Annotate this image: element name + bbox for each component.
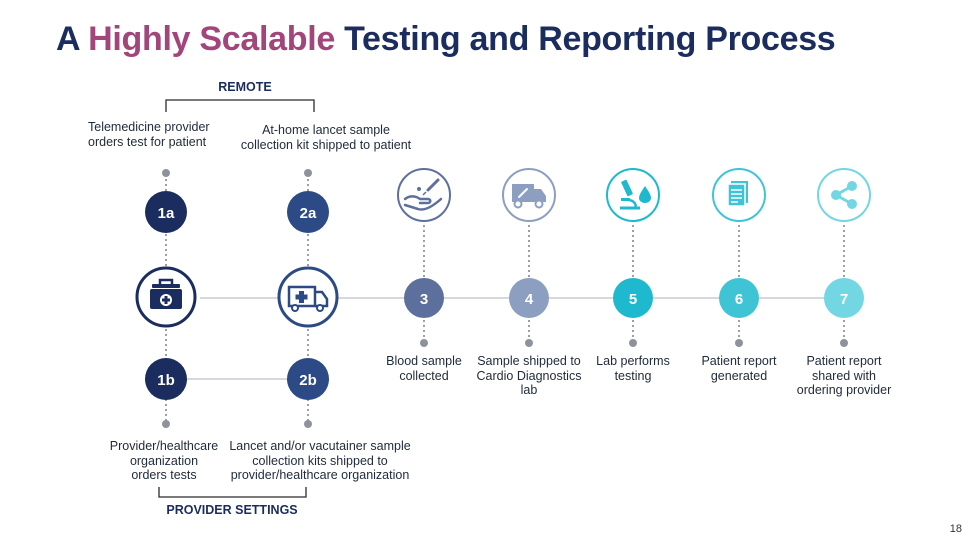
step-badge-2a: 2a [287, 191, 329, 233]
title-accent: Highly Scalable [88, 20, 335, 58]
provider-bracket [158, 487, 307, 498]
step-label-1a: Telemedicine provider orders test for pa… [88, 120, 210, 149]
step-badge-1a: 1a [145, 191, 187, 233]
step-badge-3: 3 [404, 278, 444, 318]
step-badge-5: 5 [613, 278, 653, 318]
svg-text:7: 7 [840, 291, 848, 308]
svg-text:1a: 1a [158, 205, 175, 222]
step-label-3: Blood sample collected [386, 354, 462, 383]
svg-text:2a: 2a [300, 205, 317, 222]
share-icon [817, 168, 871, 222]
svg-text:5: 5 [629, 291, 637, 308]
svg-text:1b: 1b [157, 372, 175, 389]
remote-heading: REMOTE [218, 80, 272, 94]
step-label-7: Patient report shared with ordering prov… [796, 354, 892, 397]
page-title: A Highly Scalable Testing and Reporting … [56, 20, 836, 58]
step-badge-6: 6 [719, 278, 759, 318]
step-badge-2b: 2b [287, 358, 329, 400]
medical-kit-icon [135, 266, 197, 328]
step-label-4: Sample shipped to Cardio Diagnostics lab [476, 354, 582, 397]
document-icon [712, 168, 766, 222]
ambulance-icon [277, 266, 339, 328]
provider-settings-heading: PROVIDER SETTINGS [166, 503, 298, 517]
hand-lancet-icon [397, 168, 451, 222]
remote-bracket [165, 99, 315, 112]
step-label-2a: At-home lancet sample collection kit shi… [240, 123, 412, 152]
step-badge-1b: 1b [145, 358, 187, 400]
step-label-5: Lab performs testing [596, 354, 670, 383]
page-number: 18 [949, 523, 962, 535]
step-label-6: Patient report generated [701, 354, 777, 383]
svg-text:3: 3 [420, 291, 428, 308]
svg-text:2b: 2b [299, 372, 317, 389]
step-badge-4: 4 [509, 278, 549, 318]
svg-text:6: 6 [735, 291, 743, 308]
svg-text:4: 4 [525, 291, 534, 308]
endpoint-dots [162, 169, 848, 428]
step-label-2b: Lancet and/or vacutainer sample collecti… [229, 439, 411, 482]
microscope-icon [606, 168, 660, 222]
step-label-1b: Provider/healthcare organization orders … [109, 439, 219, 482]
delivery-truck-icon [502, 168, 556, 222]
step-badge-7: 7 [824, 278, 864, 318]
